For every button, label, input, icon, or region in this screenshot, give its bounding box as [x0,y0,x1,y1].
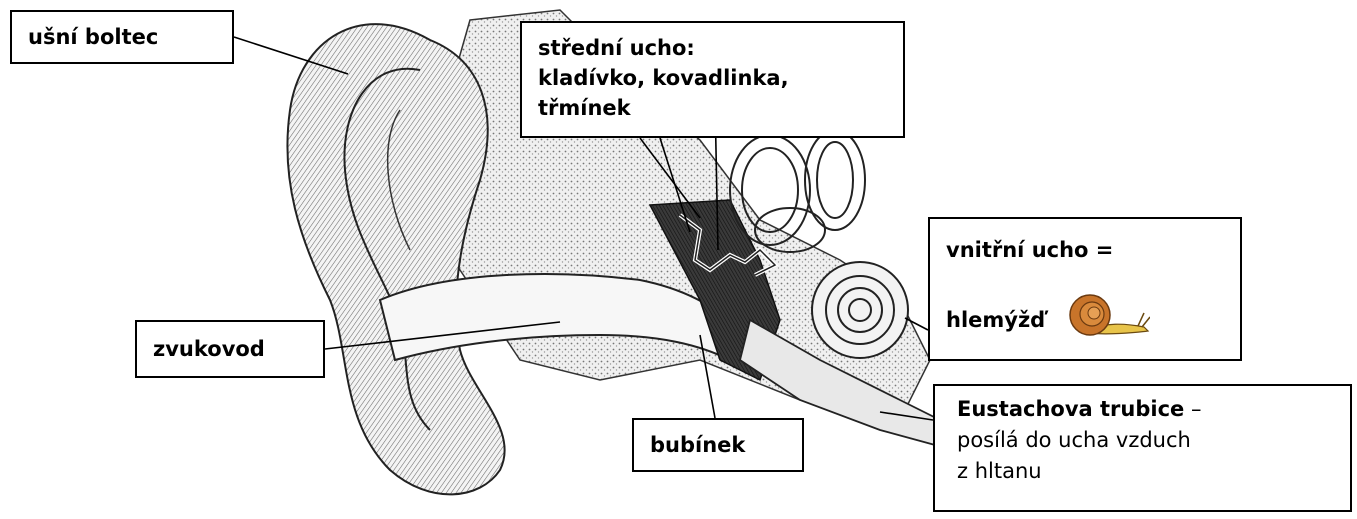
inner-ear-cochlea: hlemýžď [946,307,1045,331]
label-middle-ear: střední ucho: kladívko, kovadlinka, třmí… [520,21,905,138]
middle-ear-ossicles: kladívko, kovadlinka, [538,63,887,93]
inner-ear-heading: vnitřní ucho = [946,235,1224,267]
eustachian-desc-2: z hltanu [957,456,1328,487]
label-pinna: ušní boltec [10,10,234,64]
eardrum-text: bubínek [650,433,745,457]
label-eustachian-tube: Eustachova trubice – posílá do ucha vzdu… [933,384,1352,512]
label-ear-canal: zvukovod [135,320,325,378]
snail-icon [1064,293,1150,349]
middle-ear-heading: střední ucho: [538,33,887,63]
ear-canal-text: zvukovod [153,337,265,361]
label-inner-ear: vnitřní ucho = hlemýžď [928,217,1242,361]
label-eardrum: bubínek [632,418,804,472]
middle-ear-stapes: třmínek [538,93,887,123]
pinna-text: ušní boltec [28,25,158,49]
eustachian-title: Eustachova trubice [957,397,1184,421]
cochlea [812,262,908,358]
eustachian-dash: – [1184,397,1201,421]
eustachian-desc-1: posílá do ucha vzduch [957,425,1328,456]
